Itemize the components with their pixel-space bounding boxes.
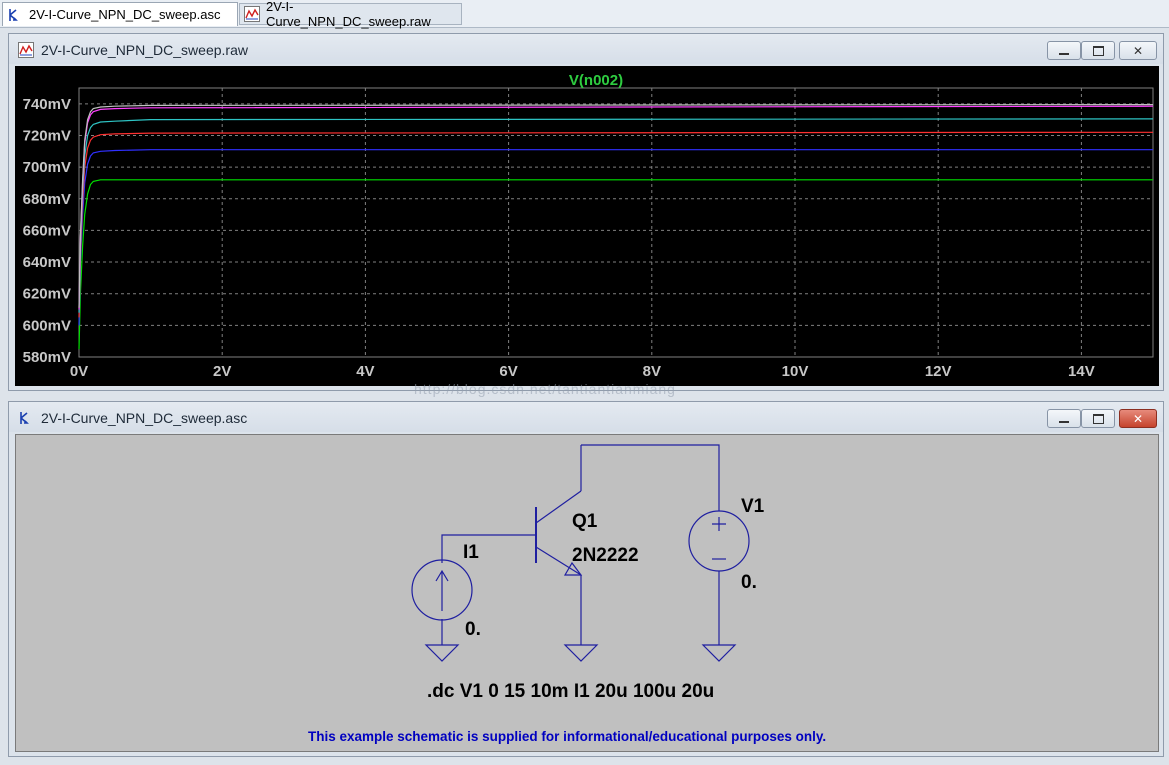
restore-icon bbox=[1092, 413, 1104, 424]
x-tick-label: 10V bbox=[782, 363, 809, 380]
trace-line-2[interactable] bbox=[78, 149, 1153, 326]
close-button[interactable]: ✕ bbox=[1119, 41, 1157, 60]
trace-title[interactable]: V(n002) bbox=[569, 72, 623, 89]
close-button[interactable]: ✕ bbox=[1119, 409, 1157, 428]
schematic-drawing[interactable]: Q1 2N2222 I1 0. V1 0. .dc V1 0 15 10m I1… bbox=[16, 435, 1158, 751]
i1-value-label[interactable]: 0. bbox=[465, 619, 481, 640]
x-tick-label: 14V bbox=[1068, 363, 1095, 380]
trace-line-3[interactable] bbox=[78, 131, 1154, 318]
schematic-canvas[interactable]: Q1 2N2222 I1 0. V1 0. .dc V1 0 15 10m I1… bbox=[15, 434, 1159, 752]
close-icon: ✕ bbox=[1132, 43, 1144, 58]
y-tick-label: 620mV bbox=[23, 286, 71, 303]
q1-emitter-arrow bbox=[563, 561, 583, 576]
y-tick-label: 640mV bbox=[23, 254, 71, 271]
tab-label: 2V-I-Curve_NPN_DC_sweep.asc bbox=[29, 7, 221, 22]
minimize-button[interactable] bbox=[1047, 41, 1081, 60]
y-tick-label: 580mV bbox=[23, 349, 71, 366]
x-tick-label: 0V bbox=[70, 363, 88, 380]
x-tick-label: 4V bbox=[356, 363, 374, 380]
current-arrow-icon bbox=[435, 569, 449, 611]
q1-emitter-lead[interactable] bbox=[535, 546, 582, 576]
trace-line-4[interactable] bbox=[78, 118, 1154, 313]
schematic-window-titlebar[interactable]: 2V-I-Curve_NPN_DC_sweep.asc ✕ bbox=[9, 402, 1163, 432]
schematic-icon bbox=[20, 412, 29, 424]
q1-collector-lead[interactable] bbox=[535, 490, 582, 524]
base-wire[interactable] bbox=[441, 534, 536, 563]
spice-directive[interactable]: .dc V1 0 15 10m I1 20u 100u 20u bbox=[427, 681, 714, 702]
waveform-icon bbox=[244, 6, 260, 22]
v1-top-wire[interactable] bbox=[581, 444, 720, 511]
close-icon: ✕ bbox=[1132, 411, 1144, 426]
waveform-window-titlebar[interactable]: 2V-I-Curve_NPN_DC_sweep.raw ✕ bbox=[9, 34, 1163, 64]
window-title: 2V-I-Curve_NPN_DC_sweep.raw bbox=[41, 42, 248, 58]
x-tick-label: 2V bbox=[213, 363, 231, 380]
minimize-icon bbox=[1059, 420, 1069, 423]
y-tick-label: 720mV bbox=[23, 127, 71, 144]
ground-icon bbox=[701, 644, 737, 662]
trace-line-5[interactable] bbox=[78, 105, 1154, 310]
ground-icon bbox=[424, 644, 460, 662]
waveform-icon bbox=[18, 42, 34, 58]
watermark: http://blog.csdn.net/tantiantianmiang bbox=[414, 381, 676, 397]
q1-model-label[interactable]: 2N2222 bbox=[572, 545, 639, 566]
plot-pane[interactable]: 740mV 720mV 700mV 680mV 660mV 640mV 620mV 600mV… bbox=[15, 66, 1159, 386]
q1-name-label[interactable]: Q1 bbox=[572, 511, 598, 532]
v1-name-label[interactable]: V1 bbox=[741, 496, 765, 517]
window-title: 2V-I-Curve_NPN_DC_sweep.asc bbox=[41, 410, 248, 426]
document-tab-bar: 2V-I-Curve_NPN_DC_sweep.asc 2V-I-Curve_N… bbox=[0, 0, 1169, 29]
i1-name-label[interactable]: I1 bbox=[463, 542, 479, 563]
tab-raw[interactable]: 2V-I-Curve_NPN_DC_sweep.raw bbox=[239, 0, 462, 29]
schematic-window: 2V-I-Curve_NPN_DC_sweep.asc ✕ bbox=[8, 401, 1164, 757]
y-tick-label: 680mV bbox=[23, 191, 71, 208]
y-tick-label: 740mV bbox=[23, 96, 71, 113]
y-tick-label: 660mV bbox=[23, 222, 71, 239]
restore-button[interactable] bbox=[1081, 409, 1115, 428]
tab-label: 2V-I-Curve_NPN_DC_sweep.raw bbox=[266, 0, 431, 29]
footer-note[interactable]: This example schematic is supplied for i… bbox=[308, 729, 826, 744]
waveform-window: 2V-I-Curve_NPN_DC_sweep.raw ✕ 740mV 720mV… bbox=[8, 33, 1164, 391]
plus-icon bbox=[712, 517, 726, 531]
x-tick-label: 6V bbox=[499, 363, 517, 380]
ground-icon bbox=[563, 644, 599, 662]
x-tick-label: 12V bbox=[925, 363, 952, 380]
restore-icon bbox=[1092, 45, 1104, 56]
v1-value-label[interactable]: 0. bbox=[741, 572, 757, 593]
restore-button[interactable] bbox=[1081, 41, 1115, 60]
schematic-icon bbox=[9, 8, 18, 21]
tab-asc[interactable]: 2V-I-Curve_NPN_DC_sweep.asc bbox=[2, 2, 238, 26]
y-tick-label: 600mV bbox=[23, 317, 71, 334]
trace-line-1[interactable] bbox=[78, 179, 1153, 350]
x-tick-label: 8V bbox=[643, 363, 661, 380]
minimize-icon bbox=[1059, 52, 1069, 55]
waveform-plot[interactable]: 740mV 720mV 700mV 680mV 660mV 640mV 620mV 600mV… bbox=[15, 66, 1159, 386]
plot-frame bbox=[78, 87, 1154, 358]
minimize-button[interactable] bbox=[1047, 409, 1081, 428]
y-tick-label: 700mV bbox=[23, 159, 71, 176]
trace-line-6[interactable] bbox=[78, 103, 1154, 308]
